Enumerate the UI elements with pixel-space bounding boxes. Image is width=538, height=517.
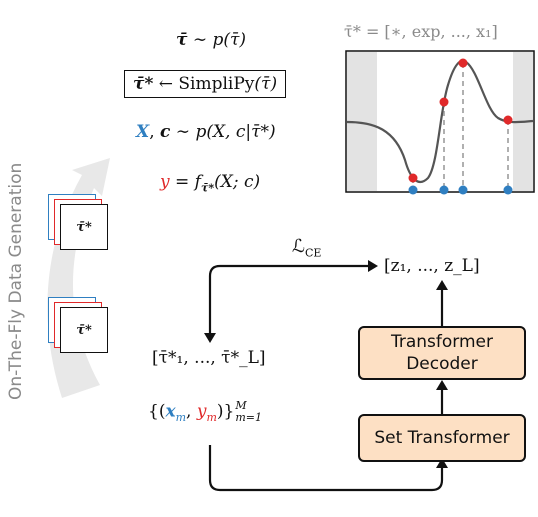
dataset-comma: , bbox=[186, 401, 197, 422]
flow-arrows bbox=[208, 264, 444, 492]
axis-point bbox=[439, 185, 449, 195]
eq3-rhs: p(X, c|τ̄*) bbox=[195, 122, 276, 142]
eq3-op: ∼ bbox=[170, 122, 196, 142]
eq-simplify: τ̄* ← SimpliPy(τ̄) bbox=[124, 70, 287, 98]
eq2-lhs: τ̄* bbox=[133, 74, 154, 94]
eq3-sep: , bbox=[149, 122, 161, 142]
encoder-label: Set Transformer bbox=[374, 428, 510, 448]
eq3-x: X bbox=[136, 122, 150, 142]
eq4-op: = bbox=[169, 172, 195, 192]
loss-subscript: CE bbox=[304, 246, 322, 260]
eq2-arg: (τ̄) bbox=[254, 74, 278, 94]
arrow-head bbox=[204, 333, 216, 343]
expression-card: τ̄* bbox=[60, 307, 108, 353]
dataset-close: )} bbox=[216, 401, 235, 422]
transformer-decoder-box: Transformer Decoder bbox=[358, 326, 526, 380]
dataset-y: y bbox=[196, 401, 207, 422]
eq4-f: f bbox=[194, 172, 201, 192]
dataset-sup: M bbox=[235, 399, 247, 412]
eq2-op: ← bbox=[153, 74, 179, 94]
dataset-y-sub: m bbox=[206, 410, 217, 424]
expression-card: τ̄* bbox=[60, 204, 108, 250]
loss-symbol: ℒ bbox=[292, 236, 305, 257]
curve-point bbox=[458, 58, 468, 68]
data-to-encoder-arrow bbox=[208, 445, 444, 492]
loss-label: ℒCE bbox=[292, 236, 321, 260]
dataset-sub: m=1 bbox=[235, 411, 262, 424]
arrow-head bbox=[436, 380, 448, 390]
plot-title: τ̄* = [∗, exp, ..., x₁] bbox=[344, 22, 498, 41]
dataset-open: {( bbox=[148, 401, 166, 422]
eq1-rhs: p(τ̄) bbox=[212, 30, 247, 50]
function-curve bbox=[346, 59, 534, 184]
curve-point bbox=[439, 97, 449, 107]
eq3-c: c bbox=[160, 122, 171, 142]
curve-point bbox=[408, 173, 418, 183]
eq4-args: (X; c) bbox=[214, 172, 261, 192]
card-label: τ̄* bbox=[76, 322, 92, 338]
loss-arrow bbox=[208, 264, 368, 333]
axis-points bbox=[408, 185, 513, 195]
set-transformer-box: Set Transformer bbox=[358, 414, 526, 462]
curve-point bbox=[503, 115, 513, 125]
card-label: τ̄* bbox=[76, 219, 92, 235]
curve-points bbox=[408, 58, 513, 183]
dataset-x: x bbox=[165, 401, 176, 422]
eq4-y: y bbox=[160, 172, 170, 192]
dataset-x-sub: m bbox=[175, 410, 187, 424]
arrow-head bbox=[436, 458, 448, 468]
axis-point bbox=[503, 185, 513, 195]
eq4-sub: τ̄* bbox=[200, 181, 215, 195]
arrow-heads bbox=[204, 260, 448, 468]
axis-point bbox=[408, 185, 418, 195]
eq-sample-data: X, c ∼ p(X, c|τ̄*) bbox=[136, 122, 276, 142]
eq2-fn: SimpliPy bbox=[178, 74, 255, 94]
eq-sample-skeleton: τ̄ ∼ p(τ̄) bbox=[176, 30, 246, 50]
decoder-label: Transformer Decoder bbox=[390, 332, 493, 374]
arrow-head bbox=[368, 260, 378, 272]
eq1-lhs: τ̄ bbox=[176, 30, 188, 50]
target-sequence: [τ̄*₁, ..., τ̄*_L] bbox=[152, 348, 266, 368]
arrow-head bbox=[436, 280, 448, 290]
eq-evaluate: y = fτ̄*(X; c) bbox=[160, 172, 260, 194]
output-sequence: [z₁, ..., z_L] bbox=[384, 256, 480, 276]
axis-point bbox=[458, 185, 468, 195]
eq1-op: ∼ bbox=[187, 30, 213, 50]
